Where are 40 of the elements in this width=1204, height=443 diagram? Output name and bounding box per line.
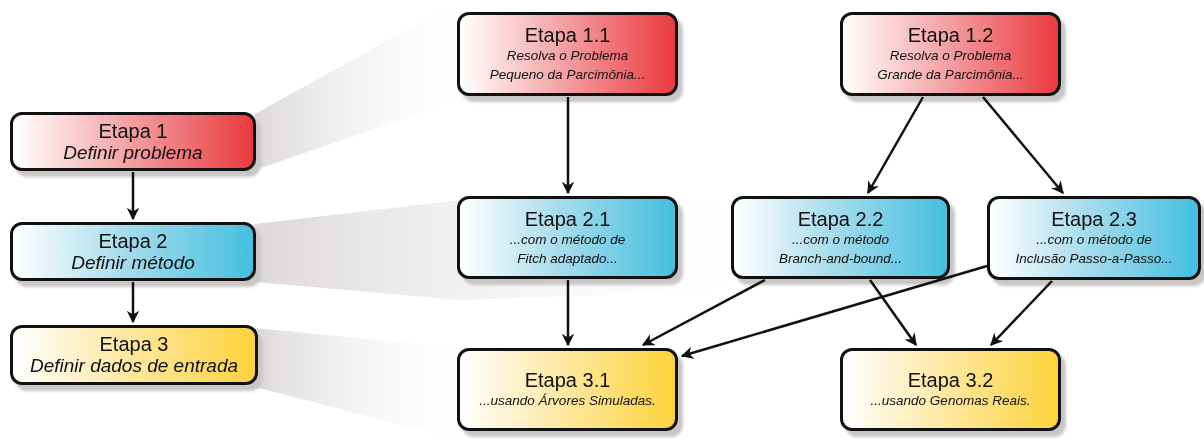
arrow	[680, 264, 988, 359]
step-description: Resolva o Problema Grande da Parcimônia...	[876, 47, 1025, 84]
step-title: Etapa 2	[98, 229, 168, 252]
step-title: Etapa 3	[99, 333, 169, 355]
step-box	[10, 222, 256, 281]
step-description: ...com o método de Inclusão Passo-a-Passo...	[1014, 231, 1174, 268]
step-box	[10, 325, 258, 385]
arrow	[561, 97, 575, 195]
step-description: Definir método	[71, 251, 195, 274]
step-box	[840, 348, 1061, 431]
step-title: Etapa 3.1	[524, 369, 611, 391]
step-description: ...com o método Branch-and-bound...	[777, 230, 904, 268]
step-description: Definir problema	[63, 141, 203, 164]
arrow	[641, 278, 766, 347]
step-box	[840, 12, 1061, 96]
arrow	[868, 279, 918, 346]
arrow	[561, 280, 575, 347]
step-box	[10, 112, 256, 171]
step-title: Etapa 2.1	[524, 207, 611, 230]
arrow	[126, 282, 140, 324]
step-box	[457, 12, 678, 96]
step-title: Etapa 2.3	[1051, 208, 1137, 230]
arrow	[982, 96, 1064, 194]
arrow	[866, 96, 925, 195]
step-title: Etapa 1.2	[907, 24, 994, 46]
step-title: Etapa 1	[98, 119, 168, 142]
step-description: ...usando Árvores Simuladas.	[479, 392, 656, 410]
step-box	[987, 196, 1201, 280]
step-box	[731, 196, 950, 279]
step-description: Definir dados de entrada	[29, 355, 239, 377]
step-box	[457, 348, 678, 431]
step-box	[457, 196, 678, 279]
step-title: Etapa 3.2	[907, 369, 994, 391]
step-title: Etapa 2.2	[797, 207, 884, 230]
step-description: ...com o método de Fitch adaptado...	[508, 230, 627, 268]
step-title: Etapa 1.1	[524, 24, 611, 46]
arrow	[990, 280, 1053, 346]
step-description: Resolva o Problema Pequeno da Parcimônia...	[488, 47, 647, 84]
step-description: ...usando Genomas Reais.	[870, 392, 1031, 410]
arrow	[126, 172, 140, 221]
